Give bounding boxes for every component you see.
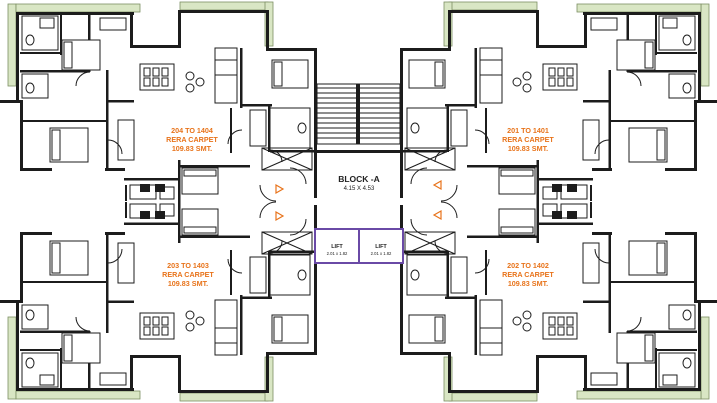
- lift-1-title: LIFT: [331, 244, 343, 250]
- unit-area: 109.83 SMT.: [508, 279, 548, 288]
- unit-label-201-1401: 201 TO 1401 RERA CARPET 109.83 SMT.: [502, 126, 554, 153]
- lift-2-dimensions: 2.01 x 1.82: [371, 251, 392, 256]
- apartment-quadrant-bottom-right: [399, 200, 717, 402]
- apartment-quadrant-bottom-left: [0, 200, 318, 402]
- unit-area: 109.83 SMT.: [508, 144, 548, 153]
- entry-arrow-bottom-left: [275, 210, 285, 222]
- unit-range: 204 TO 1404: [171, 126, 213, 135]
- service-shafts: [261, 147, 456, 255]
- unit-area: 109.83 SMT.: [168, 279, 208, 288]
- unit-label-202-1402: 202 TO 1402 RERA CARPET 109.83 SMT.: [502, 261, 554, 288]
- unit-range: 202 TO 1402: [507, 261, 549, 270]
- entry-arrow-top-right: [432, 179, 442, 191]
- block-title: BLOCK -A: [338, 174, 380, 184]
- unit-range: 203 TO 1403: [167, 261, 209, 270]
- unit-label-204-1404: 204 TO 1404 RERA CARPET 109.83 SMT.: [166, 126, 218, 153]
- staircase: [314, 48, 403, 156]
- lift-1-dimensions: 2.01 x 1.82: [327, 251, 348, 256]
- apartment-quadrant-top-left: [0, 1, 318, 203]
- entry-arrows: [275, 179, 442, 222]
- unit-area: 109.83 SMT.: [172, 144, 212, 153]
- unit-carpet-label: RERA CARPET: [502, 270, 554, 279]
- unit-carpet-label: RERA CARPET: [162, 270, 214, 279]
- lifts: LIFT 2.01 x 1.82 LIFT 2.01 x 1.82: [314, 228, 404, 264]
- unit-carpet-label: RERA CARPET: [502, 135, 554, 144]
- unit-carpet-label: RERA CARPET: [166, 135, 218, 144]
- entry-arrow-top-left: [275, 183, 285, 195]
- lift-2-title: LIFT: [375, 244, 387, 250]
- unit-range: 201 TO 1401: [507, 126, 549, 135]
- entry-arrow-bottom-right: [432, 209, 442, 221]
- apartment-quadrant-top-right: [399, 1, 717, 203]
- block-dimensions: 4.15 X 4.53: [344, 186, 375, 192]
- unit-label-203-1403: 203 TO 1403 RERA CARPET 109.83 SMT.: [162, 261, 214, 288]
